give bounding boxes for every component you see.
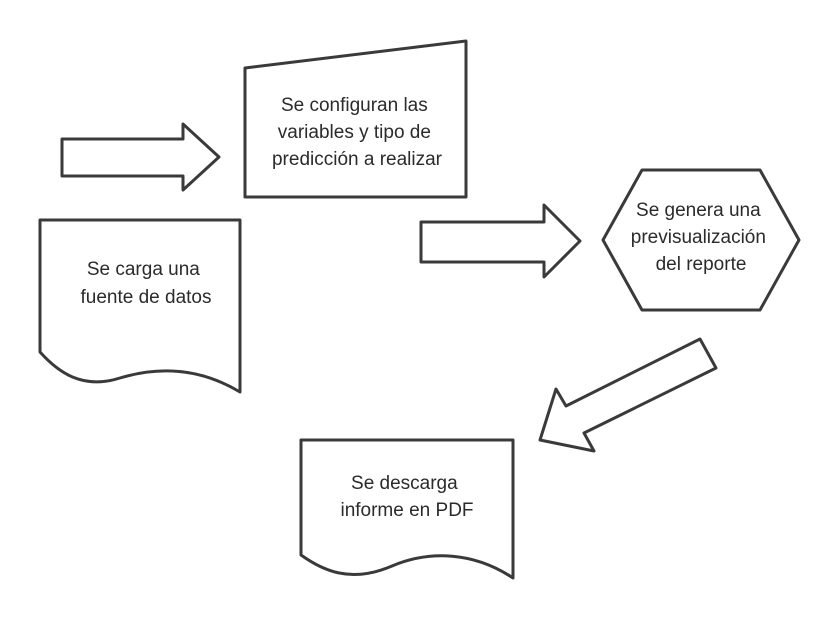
node-preview-line-1: Se genera una [636,200,761,221]
node-preview-line-2: previsualización [631,227,766,248]
arrow-load-to-configure [60,122,221,192]
node-preview-line-3: del reporte [656,254,747,275]
node-load [38,218,242,394]
arrow-configure-to-preview [419,203,582,279]
node-download-line-2: informe en PDF [340,500,473,521]
node-configure-label: Se configuran las variables y tipo de pr… [272,95,443,170]
node-download-line-1: Se descarga [351,473,458,494]
node-download-label: Se descarga informe en PDF [340,473,473,521]
node-preview [601,168,801,312]
node-configure [243,39,468,199]
arrow-preview-to-download [538,337,718,453]
node-load-label: Se carga una fuente de datos [81,259,212,308]
node-download [299,438,515,580]
node-load-line-2: fuente de datos [81,287,212,308]
node-configure-line-1: Se configuran las [281,95,428,116]
node-configure-line-2: variables y tipo de [278,122,431,143]
node-configure-line-3: predicción a realizar [272,149,443,170]
node-preview-label: Se genera una previsualización del repor… [631,200,771,275]
node-load-line-1: Se carga una [87,259,200,280]
